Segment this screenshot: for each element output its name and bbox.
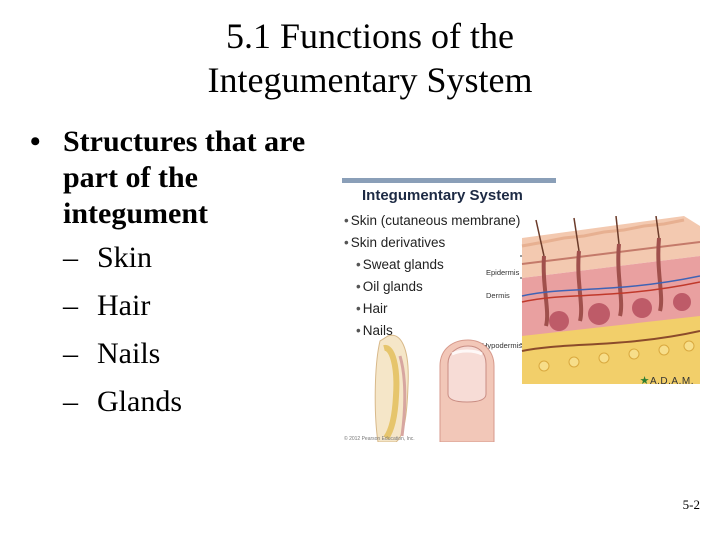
figure-bullet: • <box>356 257 361 272</box>
figure-subitem-nails: •Nails <box>344 320 520 342</box>
figure-subitem-hair: •Hair <box>344 298 520 320</box>
adam-logo: ★A.D.A.M. <box>640 374 694 387</box>
figure-subitem-text: Oil glands <box>362 279 423 294</box>
figure-bullet: • <box>356 301 361 316</box>
sub-bullet-skin: –Skin <box>63 234 330 282</box>
label-dermis: Dermis <box>486 291 510 300</box>
integumentary-figure: Integumentary System •Skin (cutaneous me… <box>336 178 700 453</box>
figure-subitem-sweat: •Sweat glands <box>344 254 520 276</box>
nail-illustration <box>374 334 495 442</box>
figure-bullet: • <box>344 213 349 228</box>
bullet-list: • Structures that are part of the integu… <box>30 124 330 426</box>
figure-header-bar <box>342 178 556 183</box>
sub-bullet-text: Nails <box>97 337 161 370</box>
bullet-marker: • <box>30 125 41 158</box>
label-epidermis: Epidermis <box>486 268 520 277</box>
copyright-notice: © 2012 Pearson Education, Inc. <box>344 436 415 442</box>
skin-cross-section-illustration <box>520 216 700 384</box>
figure-list: •Skin (cutaneous membrane) •Skin derivat… <box>344 210 520 342</box>
slide-title: 5.1 Functions of the Integumentary Syste… <box>120 14 620 102</box>
figure-subitem-oil: •Oil glands <box>344 276 520 298</box>
sub-bullet-text: Hair <box>97 289 151 322</box>
logo-text: A.D.A.M. <box>649 376 694 387</box>
label-hypodermis: Hypodermis <box>482 341 523 350</box>
figure-item-derivatives: •Skin derivatives <box>344 232 520 254</box>
dash: – <box>63 337 78 370</box>
main-bullet-text: Structures that are part of the integume… <box>63 125 306 230</box>
sub-bullet-glands: –Glands <box>63 378 330 426</box>
star-icon: ★ <box>639 375 650 387</box>
figure-item-text: Skin (cutaneous membrane) <box>350 213 521 228</box>
figure-bullet: • <box>356 279 361 294</box>
sub-bullet-hair: –Hair <box>63 282 330 330</box>
title-line-2: Integumentary System <box>207 60 533 100</box>
dash: – <box>63 289 78 322</box>
page-number: 5-2 <box>682 497 700 512</box>
figure-bullet: • <box>344 235 349 250</box>
sub-bullet-text: Glands <box>97 385 182 418</box>
figure-bullet: • <box>356 323 361 338</box>
figure-subitem-text: Sweat glands <box>362 257 444 272</box>
figure-title: Integumentary System <box>362 187 523 204</box>
main-bullet: • Structures that are part of the integu… <box>30 124 330 232</box>
figure-subitem-text: Hair <box>362 301 388 316</box>
sub-bullet-nails: –Nails <box>63 330 330 378</box>
dash: – <box>63 385 78 418</box>
title-line-1: 5.1 Functions of the <box>226 16 514 56</box>
figure-item-text: Skin derivatives <box>350 235 446 250</box>
figure-subitem-text: Nails <box>362 323 393 338</box>
figure-item-skin: •Skin (cutaneous membrane) <box>344 210 520 232</box>
sub-bullet-text: Skin <box>97 241 153 274</box>
sub-bullet-list: –Skin –Hair –Nails –Glands <box>30 234 330 426</box>
dash: – <box>63 241 78 274</box>
